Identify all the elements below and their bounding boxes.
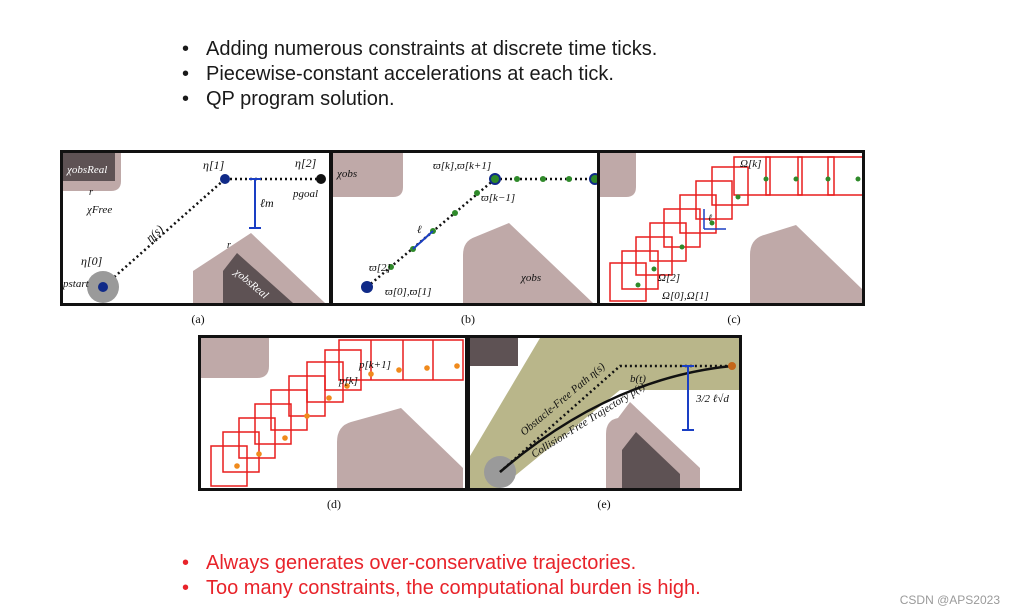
panel-e: Obstacle-Free Path η(s) Collision-Free T…: [467, 335, 742, 491]
panel-e-figure: Obstacle-Free Path η(s) Collision-Free T…: [470, 338, 739, 488]
label-p-goal: pgoal: [292, 188, 318, 200]
caption-d: (d): [327, 497, 341, 511]
label-ell: ℓ: [708, 213, 712, 224]
label-omega-k: Ω[k]: [740, 158, 761, 170]
label-obs1: χobs: [336, 168, 357, 180]
bullet-item: QP program solution.: [180, 87, 657, 112]
label-p-k: p[k]: [338, 375, 358, 387]
label-eta1: η[1]: [203, 158, 225, 172]
label-w-km1: ϖ[k−1]: [481, 192, 515, 204]
bottom-bullet-list: Always generates over-conservative traje…: [180, 551, 701, 601]
label-omega-01: Ω[0],Ω[1]: [662, 290, 709, 302]
label-obs2: χobs: [520, 272, 541, 284]
corridor: [470, 338, 739, 488]
panel-a: χobsReal χFree r r χobsReal η[0] η[1] η[…: [60, 150, 332, 306]
panel-d: p[k+1] p[k]: [198, 335, 468, 491]
panel-a-figure: χobsReal χFree r r χobsReal η[0] η[1] η[…: [63, 153, 326, 303]
panel-c-figure: Ω[k] Ω[2] Ω[0],Ω[1] ℓ: [600, 153, 862, 303]
label-free: χFree: [86, 204, 112, 216]
caption-e: (e): [597, 497, 611, 511]
label-eta-s: η(s): [143, 222, 166, 245]
panel-b-figure: χobs χobs ϖ[k],ϖ[k+1] ϖ[k−1] ϖ[2] ϖ[0],ϖ…: [333, 153, 597, 303]
label-eta2: η[2]: [295, 156, 317, 170]
label-r1: r: [89, 187, 93, 198]
path-segment-1: [102, 178, 226, 288]
obstacle-bottom-right: [463, 223, 593, 303]
label-r2: r: [227, 240, 231, 251]
obstacle-top-left: [333, 153, 403, 197]
bullet-item: Adding numerous constraints at discrete …: [180, 37, 657, 62]
node-eta2: [316, 174, 326, 184]
label-w-01: ϖ[0],ϖ[1]: [385, 286, 431, 298]
free-path: [499, 364, 732, 473]
bullet-item: Always generates over-conservative traje…: [180, 551, 701, 576]
label-b-t: b(t): [630, 373, 646, 385]
panel-b: χobs χobs ϖ[k],ϖ[k+1] ϖ[k−1] ϖ[2] ϖ[0],ϖ…: [330, 150, 600, 306]
bullet-item: Piecewise-constant accelerations at each…: [180, 62, 657, 87]
label-bound: 3/2 ℓ√d: [695, 393, 729, 405]
caption-b: (b): [461, 312, 475, 326]
obstacle-real-top-left: [63, 153, 115, 181]
label-p-start: pstart: [63, 278, 90, 290]
node-eta0: [98, 282, 108, 292]
label-eta0: η[0]: [81, 254, 103, 268]
ell-segment: [412, 230, 434, 250]
watermark: CSDN @APS2023: [899, 593, 1000, 607]
node-eta1: [220, 174, 230, 184]
label-w-k: ϖ[k],ϖ[k+1]: [433, 160, 491, 172]
caption-a: (a): [191, 312, 205, 326]
label-obs-real-1: χobsReal: [66, 164, 107, 176]
label-p-k1: p[k+1]: [358, 359, 391, 371]
label-ell-m: ℓm: [260, 196, 274, 210]
caption-c: (c): [727, 312, 741, 326]
panel-d-figure: p[k+1] p[k]: [201, 338, 464, 488]
trajectory: [499, 364, 733, 473]
label-ell: ℓ: [417, 224, 422, 236]
label-omega-2: Ω[2]: [658, 272, 680, 284]
panel-c: Ω[k] Ω[2] Ω[0],Ω[1] ℓ: [597, 150, 865, 306]
bullet-item: Too many constraints, the computational …: [180, 576, 701, 601]
obstacle-real-bottom-right: [223, 253, 293, 303]
label-w-2: ϖ[2]: [369, 262, 391, 274]
top-bullet-list: Adding numerous constraints at discrete …: [180, 37, 657, 112]
